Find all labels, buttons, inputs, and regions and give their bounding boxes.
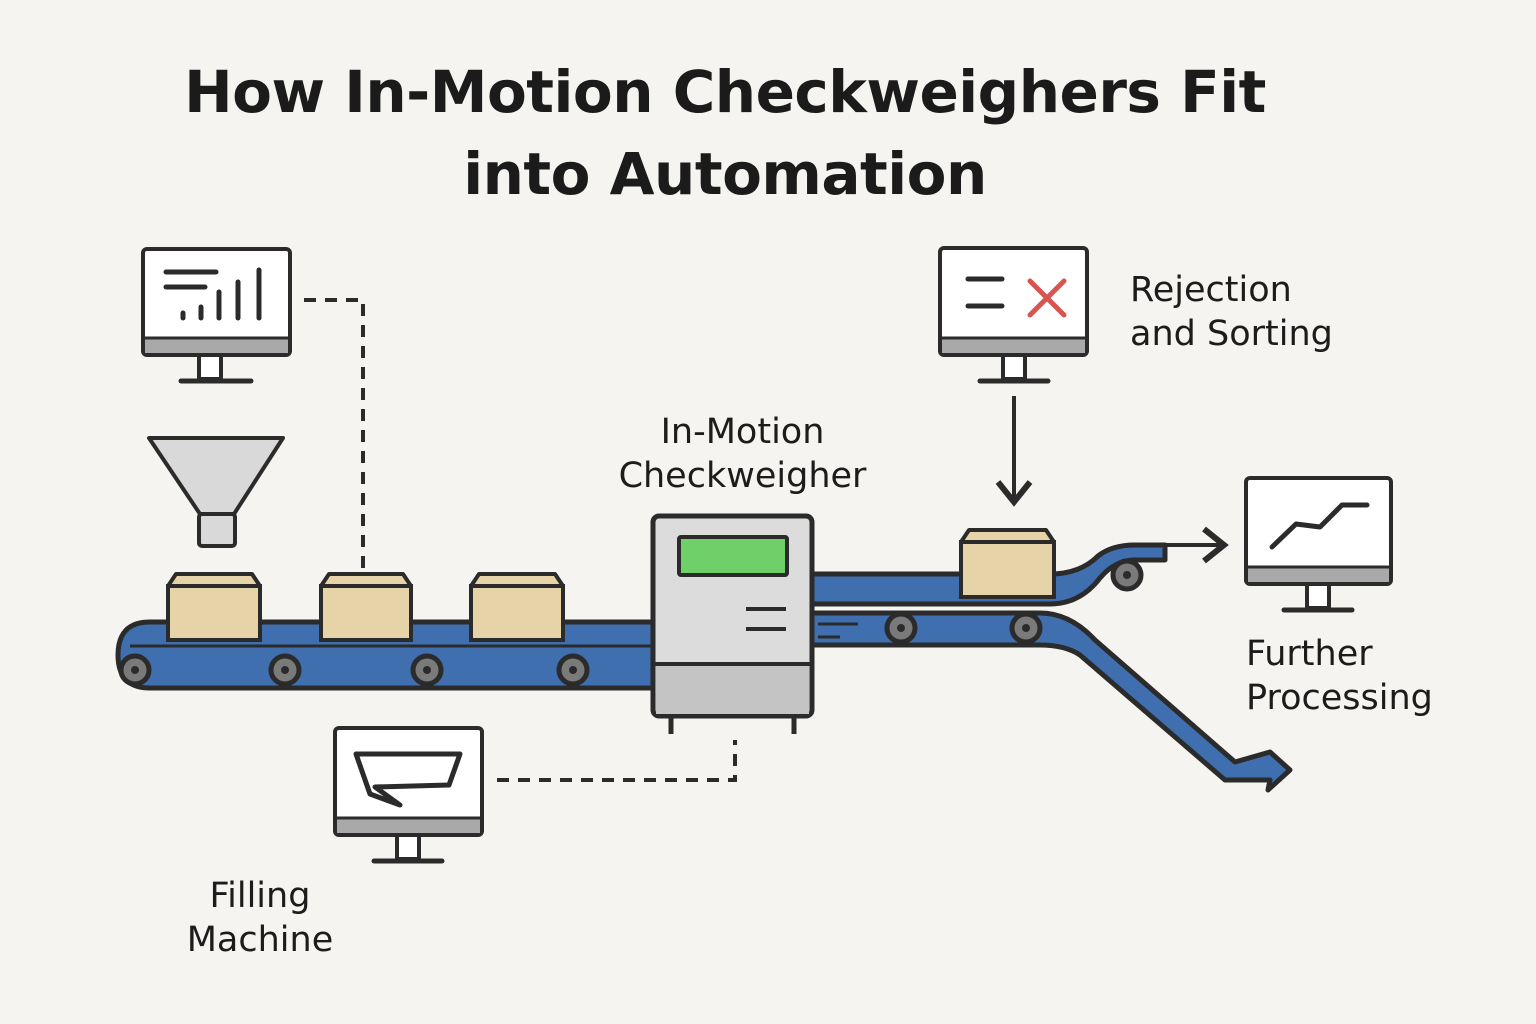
- checkweigher-label: In-Motion Checkweigher: [600, 410, 885, 498]
- rejection-label-line2: and Sorting: [1130, 314, 1333, 354]
- checkweigher-label-line1: In-Motion: [660, 412, 825, 452]
- funnel-icon: [147, 436, 285, 548]
- checkweigher-label-line2: Checkweigher: [618, 456, 867, 496]
- rejection-label: Rejection and Sorting: [1130, 268, 1333, 356]
- filling-label-line1: Filling: [209, 876, 311, 916]
- rejection-label-line1: Rejection: [1130, 270, 1292, 310]
- cardboard-box-icon: [319, 572, 413, 642]
- further-label-line2: Processing: [1246, 678, 1433, 718]
- outline-shape-monitor-icon: [333, 726, 484, 864]
- cardboard-box-icon: [469, 572, 565, 642]
- data-link-dashed-line: [304, 298, 365, 572]
- checkweigher-machine: [650, 513, 815, 734]
- title-line-1: How In-Motion Checkweighers Fit: [184, 58, 1266, 126]
- further-processing-label: Further Processing: [1246, 632, 1433, 720]
- filling-label-line2: Machine: [186, 920, 334, 960]
- filling-link-dashed-line: [497, 740, 737, 782]
- bar-chart-monitor-icon: [141, 247, 292, 384]
- cardboard-box-icon: [166, 572, 262, 642]
- cardboard-box-icon: [959, 528, 1056, 599]
- title-line-2: into Automation: [463, 140, 987, 208]
- trend-line-monitor-icon: [1244, 476, 1393, 613]
- further-label-line1: Further: [1246, 634, 1373, 674]
- weight-display: [677, 535, 789, 577]
- belt-accent-lines: [818, 622, 858, 639]
- reject-x-monitor-icon: [938, 246, 1089, 384]
- filling-machine-label: Filling Machine: [160, 874, 360, 962]
- lower-sorting-conveyor: [809, 610, 1293, 793]
